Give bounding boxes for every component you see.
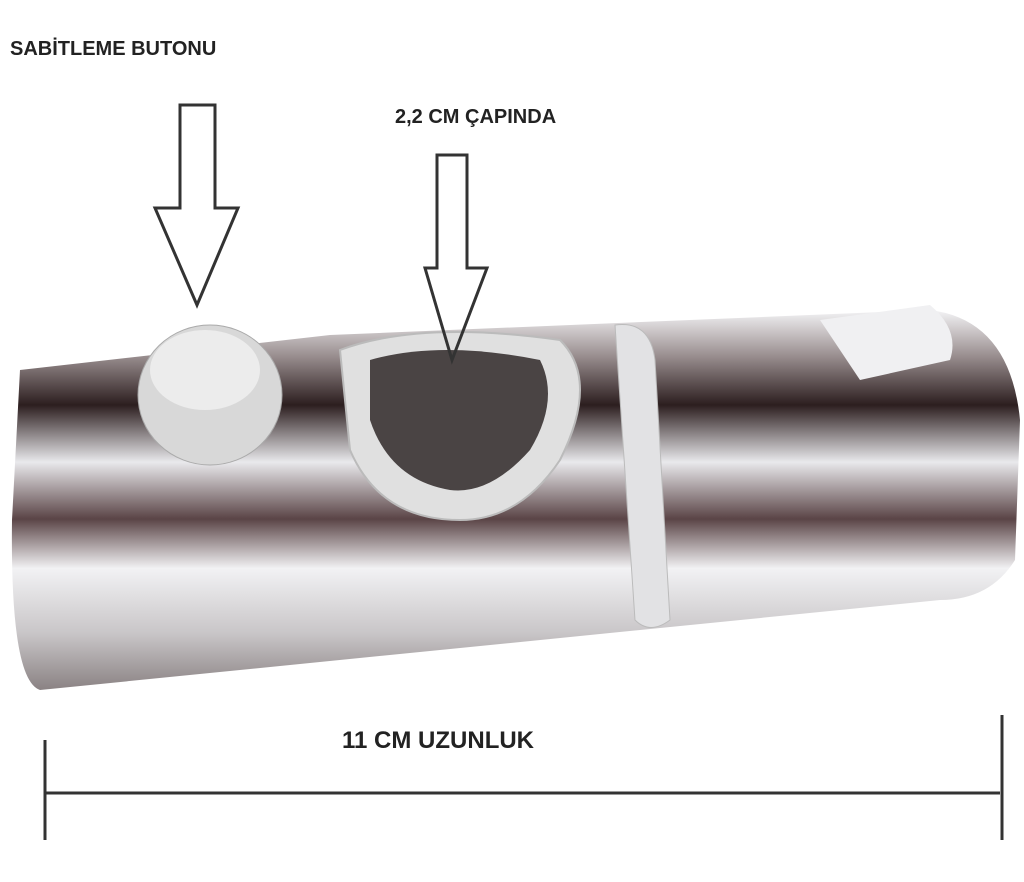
diameter-label: 2,2 CM ÇAPINDA <box>395 106 557 128</box>
arrow-button-icon <box>152 103 241 309</box>
fixing-button-label: SABİTLEME BUTONU <box>10 38 217 60</box>
pipe-hole <box>338 331 581 522</box>
arrow-diameter-icon <box>422 153 490 365</box>
length-label: 11 CM UZUNLUK <box>342 727 535 754</box>
length-dimension-line <box>43 715 1004 840</box>
fixing-button <box>137 324 283 466</box>
